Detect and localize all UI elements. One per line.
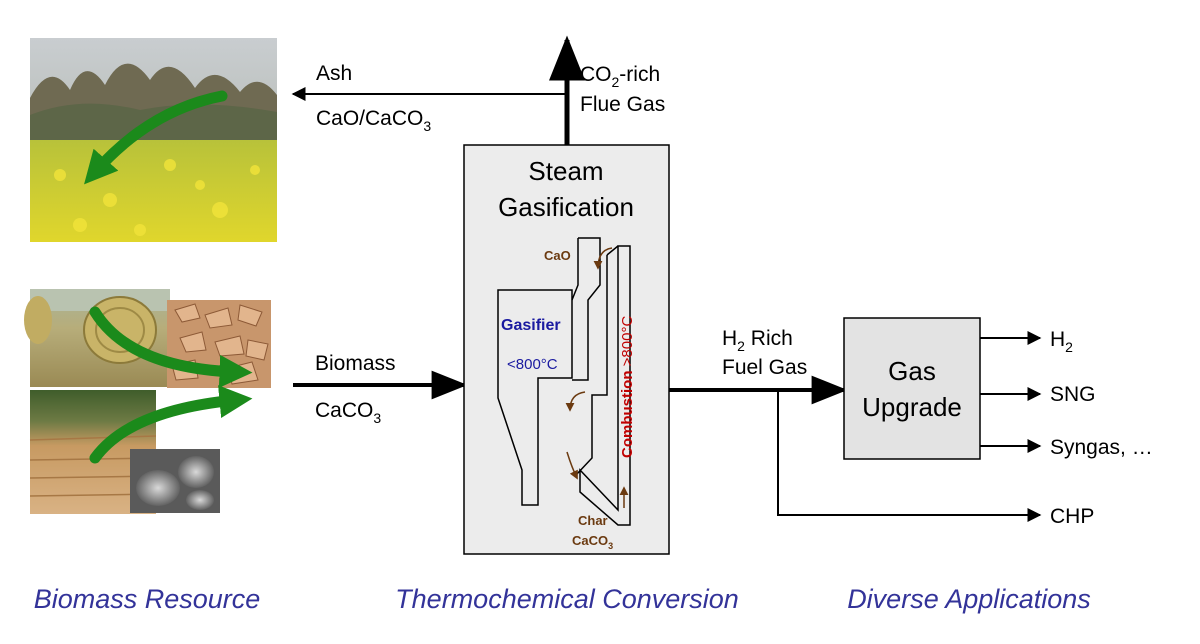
char-slope-arrow: [566, 451, 578, 480]
limestone-particle-photo: [130, 449, 220, 513]
reactor-schematic: [497, 237, 631, 526]
cao-reactor-label: CaO: [544, 248, 571, 263]
caption-thermochemical-conversion: Thermochemical Conversion: [395, 584, 739, 614]
combustion-label: Combustion >800°C: [619, 316, 636, 458]
gas-upgrade-box: [843, 317, 981, 460]
co2-rich-label: CO2-rich: [580, 63, 660, 90]
biomass-input-label: Biomass: [315, 352, 396, 375]
cao-caco3-label: CaO/CaCO3: [316, 107, 431, 134]
sng-output-label: SNG: [1050, 383, 1096, 406]
fuel-gas-label: Fuel Gas: [722, 356, 807, 379]
cao-flow-arrow: [593, 247, 613, 270]
char-label: Char: [578, 513, 608, 528]
caption-diverse-applications: Diverse Applications: [847, 584, 1091, 614]
caption-biomass-resource: Biomass Resource: [34, 584, 261, 614]
gasifier-temp-label: <800°C: [507, 356, 558, 373]
chp-output-label: CHP: [1050, 505, 1094, 528]
char-down-arrow: [565, 391, 586, 412]
syngas-output-label: Syngas, …: [1050, 436, 1153, 459]
green-arrow-biomass: [89, 306, 253, 388]
caco3-reactor-label: CaCO3: [572, 533, 613, 551]
hay-bale-photo: [24, 289, 170, 387]
rapeseed-field-photo: [30, 38, 277, 242]
gas-upgrade-line2: Upgrade: [862, 392, 962, 422]
caco3-input-label: CaCO3: [315, 399, 381, 426]
h2-output-label: H2: [1050, 328, 1073, 355]
ash-label: Ash: [316, 62, 352, 85]
flue-gas-label: Flue Gas: [580, 93, 665, 116]
chp-branch-line: [777, 390, 1042, 522]
gasification-title-line2: Gasification: [498, 192, 634, 222]
gasification-title-line1: Steam: [528, 156, 603, 186]
gasifier-label: Gasifier: [501, 317, 561, 334]
green-cycle-arrow-top: [84, 90, 228, 185]
gas-upgrade-line1: Gas: [888, 356, 936, 386]
green-arrow-limestone: [89, 385, 253, 464]
h2-rich-label: H2 Rich: [722, 327, 793, 354]
